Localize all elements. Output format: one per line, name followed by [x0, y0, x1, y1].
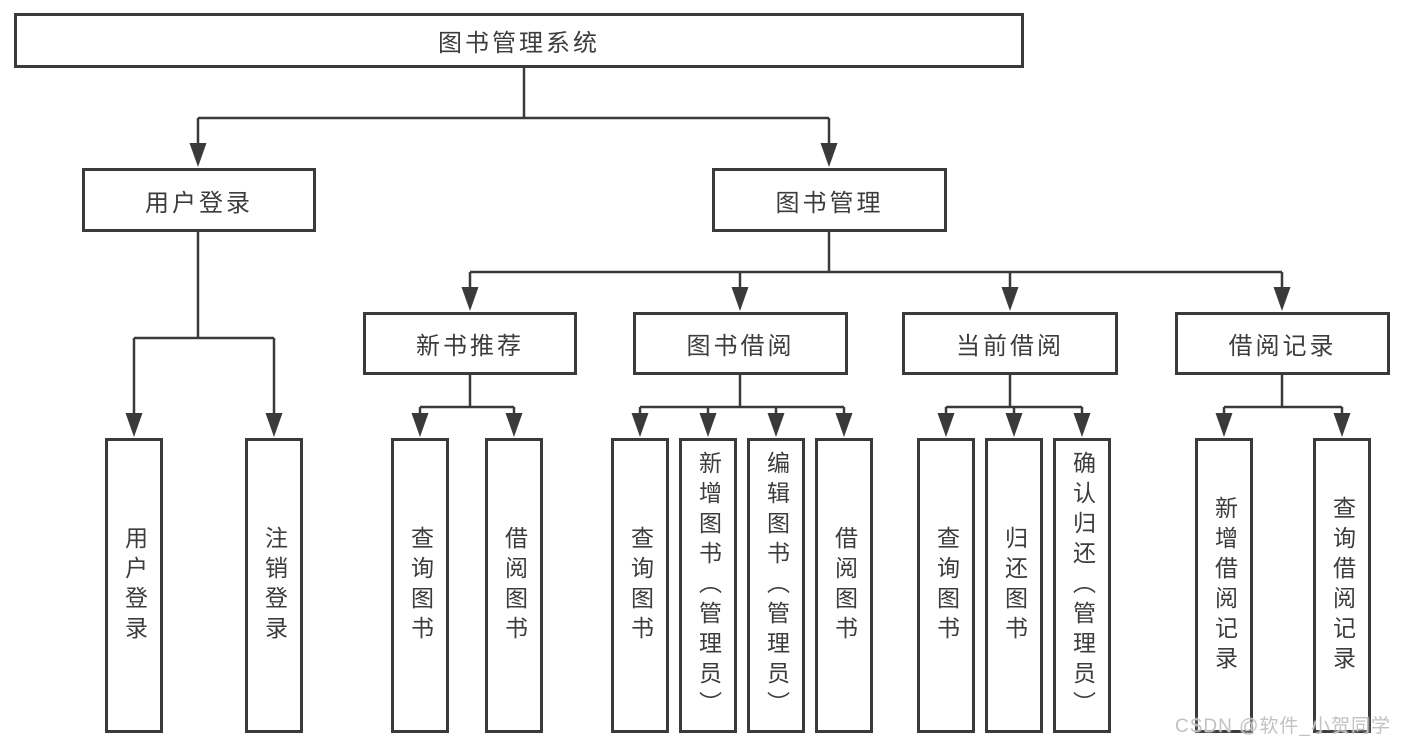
node-book-borrow: 图书借阅: [633, 312, 848, 375]
leaf-return-book: 归还图书: [985, 438, 1043, 733]
leaf-edit-book-admin-label: 编辑图书（管理员）: [763, 450, 790, 721]
leaf-recommend-query-book-label: 查询图书: [407, 525, 434, 646]
node-new-book-recommend: 新书推荐: [363, 312, 577, 375]
leaf-add-book-admin: 新增图书（管理员）: [679, 438, 737, 733]
leaf-edit-book-admin: 编辑图书（管理员）: [747, 438, 805, 733]
leaf-add-borrow-record: 新增借阅记录: [1195, 438, 1253, 733]
node-user-login: 用户登录: [82, 168, 316, 232]
leaf-logout: 注销登录: [245, 438, 303, 733]
leaf-add-book-admin-label: 新增图书（管理员）: [695, 450, 722, 721]
node-book-management-label: 图书管理: [775, 189, 884, 217]
leaf-confirm-return-admin: 确认归还（管理员）: [1053, 438, 1111, 733]
node-borrow-records: 借阅记录: [1175, 312, 1390, 375]
node-book-borrow-label: 图书借阅: [686, 333, 795, 360]
arrowheads: [125, 143, 1351, 437]
leaf-logout-label: 注销登录: [261, 525, 288, 646]
leaf-add-borrow-record-label: 新增借阅记录: [1211, 495, 1238, 676]
node-user-login-label: 用户登录: [145, 189, 253, 217]
leaf-borrow-book: 借阅图书: [815, 438, 873, 733]
node-library-system-label: 图书管理系统: [438, 30, 600, 57]
leaf-current-query-book-label: 查询图书: [933, 525, 960, 646]
node-current-borrow: 当前借阅: [902, 312, 1118, 375]
node-new-book-recommend-label: 新书推荐: [416, 333, 524, 360]
leaf-borrow-query-book: 查询图书: [611, 438, 669, 733]
leaf-recommend-borrow-book-label: 借阅图书: [501, 525, 528, 646]
leaf-query-borrow-record: 查询借阅记录: [1313, 438, 1371, 733]
leaf-return-book-label: 归还图书: [1001, 525, 1028, 646]
leaf-recommend-query-book: 查询图书: [391, 438, 449, 733]
leaf-confirm-return-admin-label: 确认归还（管理员）: [1069, 450, 1096, 721]
node-book-management: 图书管理: [712, 168, 947, 232]
node-current-borrow-label: 当前借阅: [956, 333, 1064, 360]
csdn-watermark: CSDN @软件_小贺同学: [1175, 716, 1391, 737]
leaf-query-borrow-record-label: 查询借阅记录: [1329, 495, 1356, 676]
leaf-recommend-borrow-book: 借阅图书: [485, 438, 543, 733]
connector-path: [132, 68, 1344, 417]
node-library-system: 图书管理系统: [14, 13, 1024, 68]
leaf-user-login: 用户登录: [105, 438, 163, 733]
leaf-borrow-query-book-label: 查询图书: [627, 525, 654, 646]
leaf-current-query-book: 查询图书: [917, 438, 975, 733]
node-borrow-records-label: 借阅记录: [1228, 333, 1337, 360]
leaf-borrow-book-label: 借阅图书: [831, 525, 858, 646]
leaf-user-login-label: 用户登录: [121, 525, 148, 646]
